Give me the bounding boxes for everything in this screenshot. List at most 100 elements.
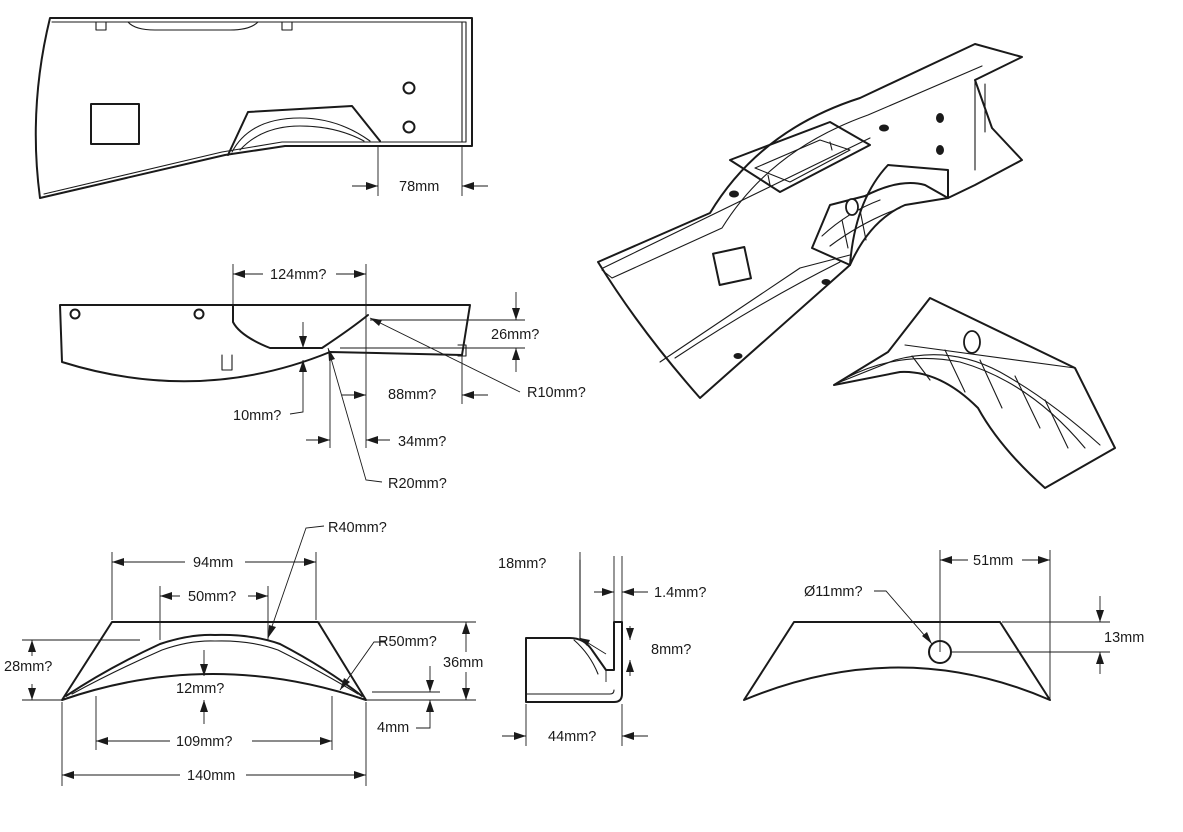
- rail-hole-d: [936, 145, 944, 155]
- dim-18-arrowheads: [580, 638, 590, 646]
- side-view-channel: [232, 304, 369, 349]
- rail-bracket-hole: [845, 198, 859, 216]
- dim-r40-label: R40mm?: [328, 520, 387, 536]
- rail-bracket-inner: [821, 199, 901, 249]
- dim-18-extensions: [579, 552, 607, 682]
- dim-r50-label: R50mm?: [378, 634, 437, 650]
- dim-28-extensions: [22, 639, 140, 701]
- front-outline: [61, 621, 367, 701]
- dim-13-arrowheads: [1096, 610, 1104, 664]
- dim-78-extensions: [377, 146, 463, 196]
- dim-hole-label: Ø11mm?: [804, 584, 863, 600]
- side-view-hole-left: [69, 308, 81, 320]
- dim-4-arrowheads: [426, 680, 434, 712]
- dim-109-label: 109mm?: [176, 734, 232, 750]
- rail-outline: [597, 43, 1023, 399]
- front-inner-line: [71, 640, 359, 695]
- top-view-hole-upper: [402, 81, 416, 95]
- rail-square-hole: [712, 246, 752, 286]
- dim-r10-label: R10mm?: [527, 385, 586, 401]
- dim-13-extensions: [952, 621, 1110, 653]
- dim-78-label: 78mm: [399, 179, 439, 195]
- dim-8-arrowheads: [626, 628, 634, 672]
- dim-12-arrowheads: [200, 664, 208, 712]
- rail-hole-c: [936, 113, 944, 123]
- rail-web-edge: [974, 79, 986, 171]
- dim-140-extensions: [61, 702, 367, 786]
- rail-pocket: [729, 121, 871, 193]
- rail-top-edge: [601, 65, 983, 279]
- plate-outline: [743, 621, 1051, 701]
- dim-88-extensions: [365, 305, 463, 448]
- dim-8-label: 8mm?: [651, 642, 691, 658]
- dim-44-extensions: [525, 704, 623, 746]
- dim-r40-leader: [267, 525, 325, 639]
- bracket-inner-edge: [845, 357, 1086, 449]
- dim-28-arrowheads: [28, 640, 36, 700]
- top-view-hole-lower: [402, 120, 416, 134]
- dim-124-label: 124mm?: [270, 267, 326, 283]
- dim-10-arrowheads: [299, 336, 307, 372]
- section-outline: [525, 621, 623, 703]
- rail-flange-line: [602, 137, 871, 269]
- side-view-tab: [221, 354, 233, 371]
- top-view-pocket-inner: [231, 117, 371, 153]
- dim-94-extensions: [111, 552, 317, 620]
- top-view-notch: [127, 21, 259, 31]
- top-view: 78mm: [34, 17, 488, 199]
- rail-side-line: [659, 254, 851, 363]
- rail-hole-f: [821, 279, 831, 285]
- dim-4-label: 4mm: [377, 720, 409, 736]
- dim-124-extensions: [232, 264, 367, 305]
- dim-4-leaders: [416, 666, 431, 729]
- dim-140-label: 140mm: [187, 768, 235, 784]
- plate-view: Ø11mm? 51mm 13mm: [743, 550, 1144, 701]
- dim-50-extensions: [159, 586, 269, 640]
- bracket-rim: [904, 344, 1076, 369]
- dim-94-label: 94mm: [193, 555, 233, 571]
- dim-r20-arrowhead: [328, 348, 335, 361]
- top-view-outline: [34, 17, 473, 199]
- bracket-top-edge: [839, 354, 1101, 446]
- top-view-tabs: [95, 21, 293, 31]
- rail-pocket-inner: [754, 139, 851, 186]
- dim-1-4-label: 1.4mm?: [654, 585, 706, 601]
- dim-hole-arrowhead: [922, 632, 932, 644]
- dim-18-label: 18mm?: [498, 556, 546, 572]
- dim-r10-leader: [369, 317, 521, 393]
- rail-hole-e: [733, 353, 743, 359]
- dim-51-label: 51mm: [973, 553, 1013, 569]
- bracket-facets: [911, 349, 1069, 449]
- side-view-hole-mid: [193, 308, 205, 320]
- dim-88-label: 88mm?: [388, 387, 436, 403]
- dim-44-label: 44mm?: [548, 729, 596, 745]
- dim-r20-label: R20mm?: [388, 476, 447, 492]
- dim-r50-arrowhead: [340, 678, 350, 690]
- dim-1-4-arrowheads: [602, 588, 634, 596]
- dim-13-label: 13mm: [1104, 630, 1144, 646]
- section-view: 18mm? 1.4mm? 8mm? 44mm?: [498, 552, 706, 746]
- top-view-square-hole: [90, 103, 140, 145]
- dim-36-label: 36mm: [443, 655, 483, 671]
- rail-hole-a: [729, 190, 739, 198]
- dim-34-arrowheads: [318, 436, 378, 444]
- dim-26-label: 26mm?: [491, 327, 539, 343]
- rail-bracket: [811, 182, 949, 266]
- dim-r40-arrowhead: [268, 625, 276, 638]
- dim-10-label: 10mm?: [233, 408, 281, 424]
- dim-34-label: 34mm?: [398, 434, 446, 450]
- top-view-rim: [43, 21, 467, 195]
- front-profile: 94mm 50mm? R40mm? R50mm? 28mm? 36mm 12mm…: [4, 520, 483, 786]
- dim-r50-leader: [339, 641, 386, 691]
- rail-fold-line: [674, 261, 841, 359]
- dim-50-label: 50mm?: [188, 589, 236, 605]
- side-view-outline: [59, 304, 471, 383]
- isometric-rail: [597, 43, 1023, 399]
- dim-28-label: 28mm?: [4, 659, 52, 675]
- dim-26-arrowheads: [512, 308, 520, 360]
- dim-1-4-extensions: [613, 556, 623, 622]
- dim-r10-arrowhead: [370, 318, 382, 326]
- side-view: 124mm? 26mm? 88mm? R10mm? 10mm? 34mm? R2…: [59, 264, 586, 492]
- dim-36-extensions: [318, 621, 476, 701]
